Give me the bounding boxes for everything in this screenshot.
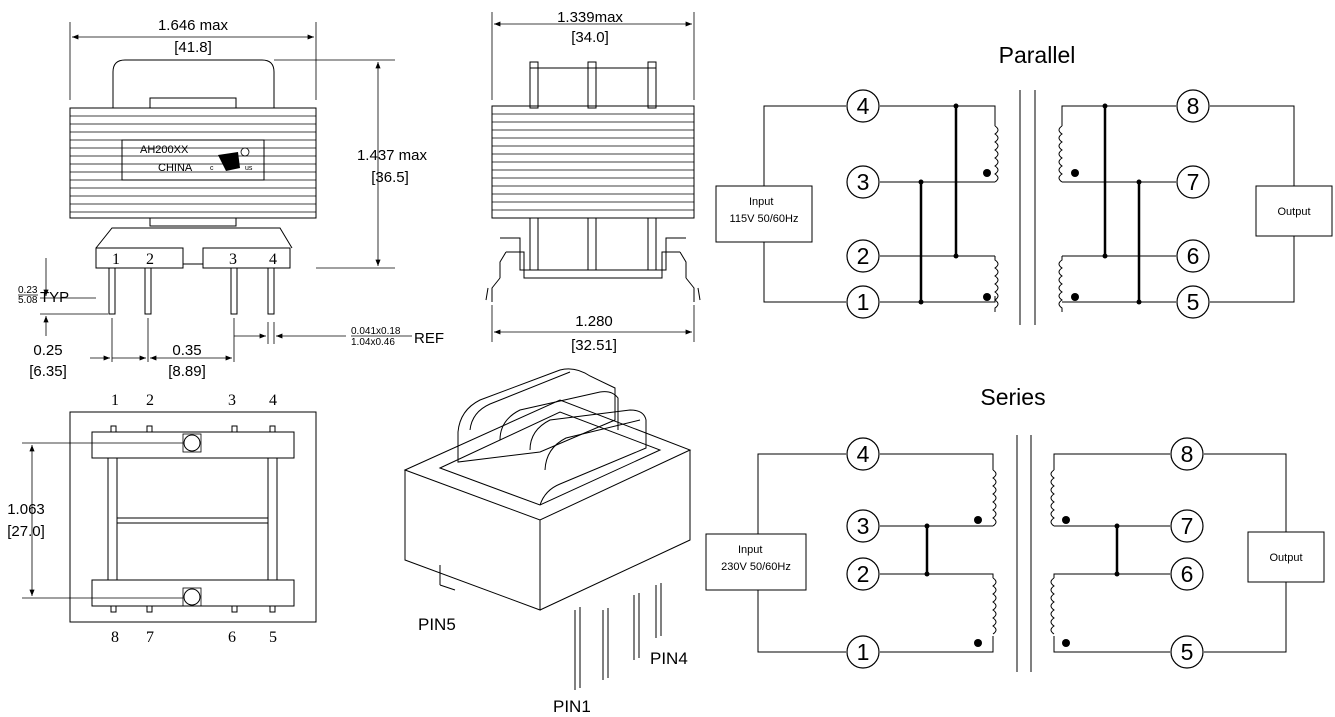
parallel-schematic: Parallel Input 115V 50/60Hz Output bbox=[715, 42, 1333, 325]
parallel-pin-1: 1 bbox=[857, 289, 870, 315]
parallel-pin-7: 7 bbox=[1187, 169, 1200, 195]
front-view: 1.646 max [41.8] AH200XX CHINA c bbox=[18, 17, 444, 380]
parallel-pin-2: 2 bbox=[857, 243, 870, 269]
bottom-height-label: 1.063 bbox=[7, 501, 45, 518]
series-title: Series bbox=[980, 384, 1045, 410]
bottom-height-mm: [27.0] bbox=[7, 523, 45, 540]
parallel-input-line2: 115V 50/60Hz bbox=[730, 213, 799, 225]
series-pin-6: 6 bbox=[1181, 561, 1194, 587]
bottom-view: 1 2 3 4 1.063 [27.0] 8 7 6 5 bbox=[7, 392, 317, 646]
core-laminations bbox=[70, 115, 316, 213]
ul-c: c bbox=[210, 165, 214, 172]
bottom-pin-7: 7 bbox=[146, 629, 154, 646]
front-height-label: 1.437 max bbox=[357, 147, 428, 164]
front-pin-2: 2 bbox=[146, 251, 154, 268]
bottom-pin-4: 4 bbox=[269, 392, 277, 409]
label-part: AH200XX bbox=[140, 144, 189, 156]
iso-pin5: PIN5 bbox=[418, 615, 456, 634]
series-pin-4: 4 bbox=[857, 441, 870, 467]
front-width-mm: [41.8] bbox=[174, 39, 212, 56]
parallel-pin-8: 8 bbox=[1187, 93, 1200, 119]
front-height-mm: [36.5] bbox=[371, 169, 409, 186]
pitch1-label: 0.25 bbox=[33, 342, 62, 359]
pin-size-num: 0.041x0.18 bbox=[351, 326, 401, 337]
bottom-pin-2: 2 bbox=[146, 392, 154, 409]
iso-pin4: PIN4 bbox=[650, 649, 688, 668]
series-input-line1: Input bbox=[738, 544, 762, 556]
side-span-mm: [32.51] bbox=[571, 337, 617, 354]
parallel-pin-3: 3 bbox=[857, 169, 870, 195]
series-schematic: Series Input 230V 50/60Hz Output bbox=[705, 384, 1325, 672]
front-width-label: 1.646 max bbox=[158, 17, 229, 34]
side-view: 1.339max [34.0] bbox=[485, 9, 701, 354]
pin-length-num: 0.23 bbox=[18, 285, 38, 296]
pin-length-den: 5.08 bbox=[18, 295, 38, 306]
front-pin-4: 4 bbox=[269, 251, 277, 268]
isometric-view: PIN5 PIN4 PIN1 bbox=[403, 368, 692, 716]
bottom-pin-8: 8 bbox=[111, 629, 119, 646]
series-pin-3: 3 bbox=[857, 513, 870, 539]
side-depth-label: 1.339max bbox=[557, 9, 623, 26]
bottom-pin-1: 1 bbox=[111, 392, 119, 409]
pitch2-label: 0.35 bbox=[172, 342, 201, 359]
series-input-line2: 230V 50/60Hz bbox=[721, 561, 791, 573]
parallel-pin-4: 4 bbox=[857, 93, 870, 119]
label-country: CHINA bbox=[158, 162, 193, 174]
front-pin-1: 1 bbox=[112, 251, 120, 268]
parallel-pin-6: 6 bbox=[1187, 243, 1200, 269]
series-pin-2: 2 bbox=[857, 561, 870, 587]
iso-pin1: PIN1 bbox=[553, 697, 591, 716]
parallel-input-line1: Input bbox=[749, 196, 773, 208]
side-span-label: 1.280 bbox=[575, 313, 613, 330]
series-pin-1: 1 bbox=[857, 639, 870, 665]
parallel-pin-5: 5 bbox=[1187, 289, 1200, 315]
series-pin-8: 8 bbox=[1181, 441, 1194, 467]
series-pin-7: 7 bbox=[1181, 513, 1194, 539]
pin-size-den: 1.04x0.46 bbox=[351, 337, 395, 348]
pitch1-mm: [6.35] bbox=[29, 363, 67, 380]
bottom-pin-3: 3 bbox=[228, 392, 236, 409]
side-depth-mm: [34.0] bbox=[571, 29, 609, 46]
series-output: Output bbox=[1269, 552, 1302, 564]
ul-logo-icon bbox=[218, 147, 250, 171]
pin-size-suffix: REF bbox=[414, 330, 444, 347]
bottom-pin-6: 6 bbox=[228, 629, 236, 646]
pin-length-suffix: TYP bbox=[40, 289, 69, 306]
nameplate bbox=[121, 139, 265, 181]
side-laminations bbox=[492, 113, 694, 211]
ul-us: us bbox=[245, 165, 253, 172]
parallel-title: Parallel bbox=[999, 42, 1076, 68]
parallel-output: Output bbox=[1277, 206, 1310, 218]
series-pin-5: 5 bbox=[1181, 639, 1194, 665]
front-pin-3: 3 bbox=[229, 251, 237, 268]
pitch2-mm: [8.89] bbox=[168, 363, 206, 380]
bottom-pin-5: 5 bbox=[269, 629, 277, 646]
